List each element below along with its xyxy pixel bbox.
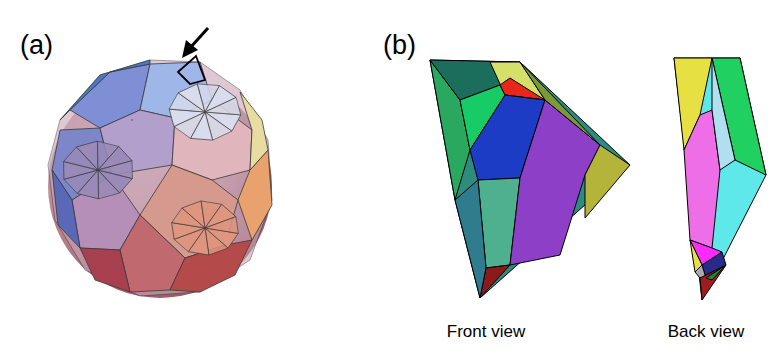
decagon-wedge	[205, 217, 238, 234]
decagon-wedge	[131, 120, 132, 121]
panel-label: (a)	[20, 30, 53, 61]
decagon-wedge	[131, 120, 132, 121]
view-caption: Front view	[447, 322, 525, 342]
panel-label: (b)	[383, 30, 416, 61]
decagon-wedge	[76, 141, 98, 170]
pointer-arrow	[182, 28, 208, 58]
decagon-wedge	[131, 120, 132, 121]
decagon-wedge	[131, 119, 132, 120]
decagon-wedge	[132, 119, 133, 120]
decagon-wedge	[205, 97, 241, 114]
decagon-wedge	[132, 120, 133, 121]
decagon-wedge	[98, 161, 132, 179]
front-view-solid	[430, 60, 630, 298]
polyhedron	[48, 60, 272, 298]
highlight-triangle	[178, 56, 205, 84]
decagon-wedge	[132, 120, 133, 121]
decagon-wedge	[131, 119, 132, 120]
back-view-solid	[674, 58, 766, 300]
decagon-wedge	[131, 119, 132, 120]
decagon-wedge	[132, 119, 133, 120]
decagon-face	[64, 84, 241, 255]
view-caption: Back view	[668, 322, 745, 342]
